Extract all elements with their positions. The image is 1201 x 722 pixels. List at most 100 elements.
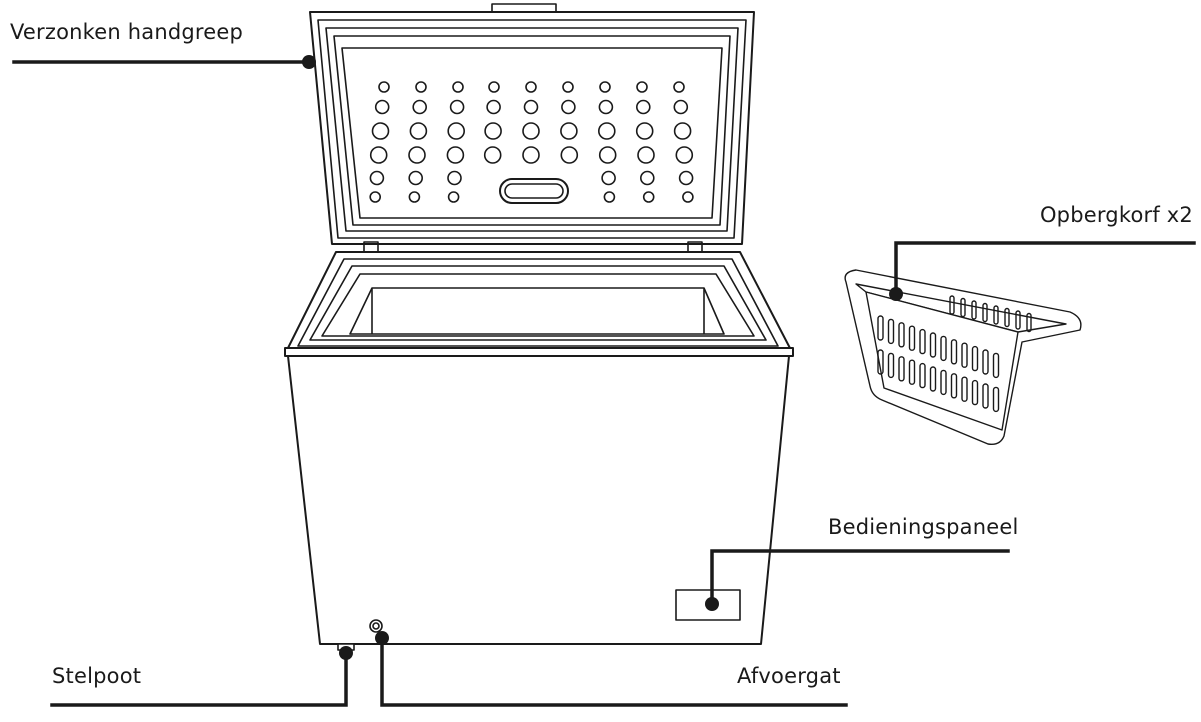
- lid-dot: [561, 99, 576, 115]
- lid-dot: [598, 99, 614, 115]
- lid-dot: [603, 191, 616, 203]
- label-recessed-handle: Verzonken handgreep: [10, 20, 244, 44]
- basket-slot: [961, 342, 968, 368]
- drain-hole: [369, 619, 383, 633]
- lid-dot: [483, 146, 502, 164]
- basket-slot: [992, 352, 1000, 379]
- basket-back-slot: [1004, 307, 1010, 328]
- basket-back-slot: [949, 295, 955, 315]
- basket-slot: [950, 339, 958, 365]
- lid-dot: [637, 146, 655, 164]
- basket-slot: [971, 379, 979, 406]
- freezer-lid: [309, 3, 755, 245]
- lid-dot: [447, 122, 466, 140]
- lid-dot: [484, 122, 502, 140]
- lid-dot: [560, 146, 579, 164]
- basket-slot: [929, 366, 937, 392]
- dot-drain: [375, 631, 389, 645]
- lid-dot: [447, 170, 462, 186]
- basket-slot: [992, 386, 1000, 413]
- basket-back-slot: [982, 302, 988, 323]
- lid-dot: [488, 81, 500, 93]
- basket-slot: [929, 332, 937, 358]
- leader-dots: [302, 55, 903, 660]
- lid-dot: [374, 99, 390, 115]
- lid-dot: [408, 170, 424, 186]
- lid-dot: [449, 99, 465, 115]
- lid-dot: [369, 191, 382, 203]
- lid-dot: [525, 81, 537, 93]
- lid-dot: [599, 81, 611, 93]
- label-control-panel: Bedieningspaneel: [828, 515, 1019, 539]
- lid-dot: [639, 170, 655, 186]
- basket-slot: [898, 322, 905, 348]
- lid-dot: [522, 146, 540, 164]
- label-drain-hole: Afvoergat: [737, 664, 841, 688]
- lid-dot: [415, 81, 427, 93]
- lid-dot: [678, 170, 694, 186]
- basket-slot: [919, 362, 926, 389]
- dot-handle: [302, 55, 316, 69]
- basket-slot: [877, 349, 884, 375]
- lid-dot: [378, 81, 390, 93]
- lid-dot: [636, 81, 648, 93]
- basket-back-slot: [1026, 312, 1032, 333]
- lid-dot: [635, 99, 651, 115]
- basket-slot: [887, 318, 895, 345]
- dot-panel: [705, 597, 719, 611]
- lid-dot: [673, 81, 685, 93]
- lid-dot: [446, 146, 465, 164]
- lid-dot: [447, 191, 460, 203]
- lid-dot: [673, 99, 689, 115]
- storage-basket: [844, 269, 1082, 446]
- basket-slot: [908, 359, 916, 385]
- basket-slot: [950, 373, 958, 399]
- dot-foot: [339, 646, 353, 660]
- basket-slot: [971, 345, 979, 372]
- lid-dot: [412, 99, 428, 115]
- basket-slot: [961, 376, 968, 402]
- lid-dot: [642, 191, 655, 203]
- lid-dot: [371, 122, 390, 140]
- dot-basket: [889, 287, 903, 301]
- label-adjustable-foot: Stelpoot: [52, 664, 142, 688]
- lid-dot: [369, 170, 385, 186]
- lid-dot: [522, 122, 540, 140]
- leader-lines: [12, 60, 1196, 707]
- basket-slot: [982, 349, 989, 375]
- lid-dot: [562, 81, 574, 93]
- lid-dot: [682, 191, 694, 203]
- leader-panel: [710, 549, 1010, 605]
- lid-dot: [597, 122, 616, 140]
- lid-dot: [486, 99, 501, 115]
- basket-back-slot: [960, 297, 966, 318]
- basket-back-slot: [971, 300, 977, 320]
- label-storage-basket: Opbergkorf x2: [1039, 203, 1193, 227]
- leader-drain: [380, 635, 848, 707]
- lid-dot-pattern: [369, 81, 694, 203]
- lid-dot: [452, 81, 464, 93]
- lid-dot: [598, 146, 617, 164]
- basket-slot: [940, 335, 947, 362]
- basket-back-slot: [993, 305, 999, 325]
- lid-dot: [409, 122, 428, 140]
- lid-dot: [408, 191, 421, 203]
- lid-dot: [635, 122, 654, 140]
- basket-slot: [898, 356, 905, 382]
- leader-foot: [50, 650, 348, 707]
- lid-dot: [369, 146, 388, 164]
- basket-back-slot: [1015, 310, 1021, 330]
- lid-dot: [601, 170, 616, 186]
- basket-slot: [940, 369, 947, 396]
- lid-dot: [675, 146, 694, 164]
- basket-slot: [982, 383, 989, 409]
- lid-dot: [673, 122, 692, 140]
- lid-dot: [523, 99, 539, 115]
- basket-slot: [887, 352, 895, 379]
- lid-dot: [408, 146, 426, 164]
- leader-basket: [894, 241, 1196, 294]
- basket-slot: [919, 328, 926, 355]
- lid-dot: [560, 122, 578, 140]
